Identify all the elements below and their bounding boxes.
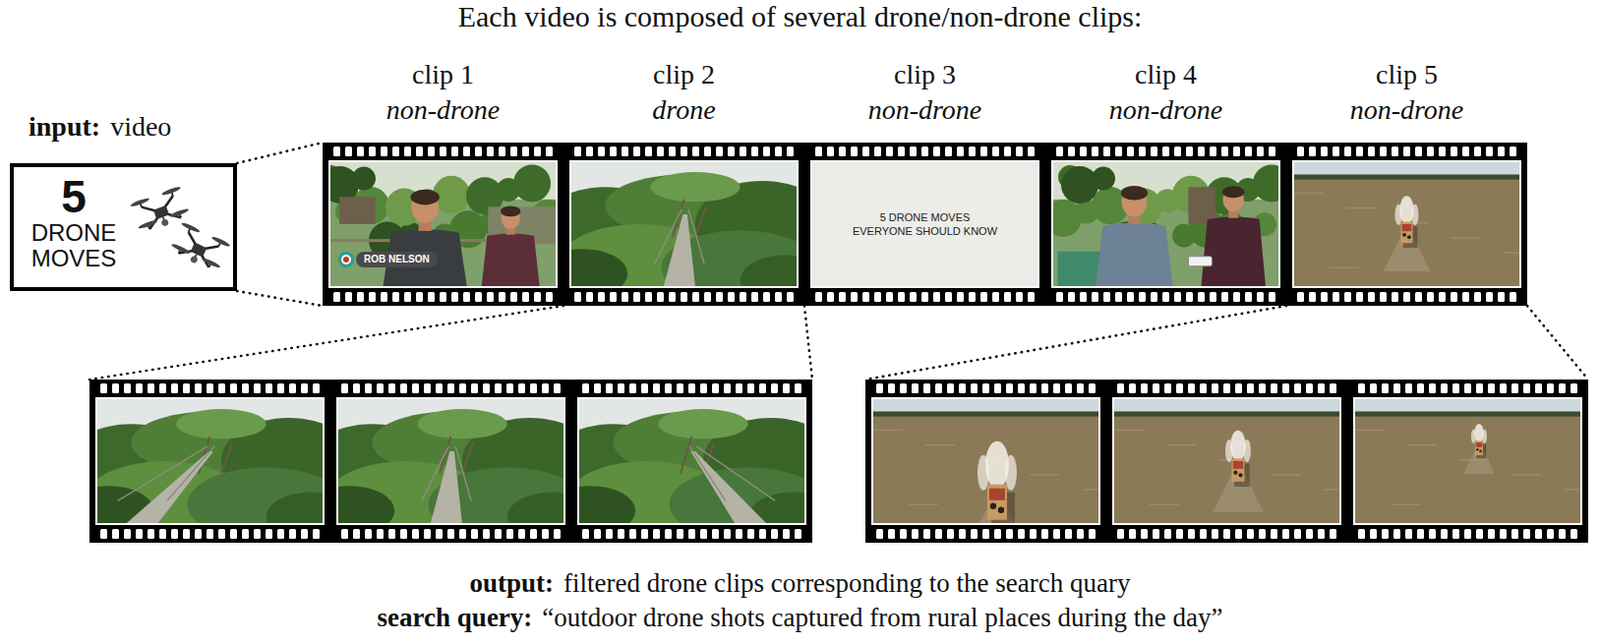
clip-number: clip 3 — [804, 59, 1046, 91]
clip-type: drone — [563, 94, 805, 126]
clip-number: clip 1 — [322, 59, 564, 91]
clip-frame: clip 3non-drone 5 DRONE MOVES EVERYONE SH… — [804, 59, 1046, 306]
clip-frame: clip 4non-drone — [1045, 59, 1287, 306]
title-card-text: 5 DRONE MOVES EVERYONE SHOULD KNOW — [850, 210, 1001, 238]
field-value: filtered drone clips corresponding to th… — [563, 568, 1131, 598]
clip-type: non-drone — [804, 94, 1046, 126]
video-thumbnail: 5DRONE MOVES — [9, 163, 238, 292]
clip-number: clip 5 — [1286, 59, 1528, 91]
label-row: output: filtered drone clips correspondin… — [0, 567, 1600, 599]
zoom-line — [237, 291, 323, 306]
thumbnail-number: 5 — [19, 173, 128, 221]
field-value: “outdoor drone shots captured from rural… — [541, 602, 1223, 633]
film-frame — [563, 142, 805, 306]
field-name: input: — [28, 111, 101, 142]
figure-title: Each video is composed of several drone/… — [0, 0, 1600, 34]
zoom-line — [89, 305, 564, 380]
film-strips — [63, 379, 1594, 568]
thumbnail-title: DRONE MOVES — [19, 220, 128, 272]
clip-frame: clip 5non-drone — [1286, 59, 1528, 306]
label-row: search query:“outdoor drone shots captur… — [0, 601, 1600, 634]
film-frame — [1286, 142, 1528, 306]
zoom-line — [865, 305, 1287, 380]
film-frame — [1045, 142, 1287, 306]
clip-number: clip 4 — [1045, 59, 1287, 91]
field-name: output: — [469, 568, 554, 598]
name-tag: ROB NELSON — [355, 251, 438, 268]
field-name: search query: — [377, 602, 534, 633]
clip-type: non-drone — [322, 94, 564, 126]
clip-frame: clip 1non-droneROB NELSON — [322, 59, 564, 306]
film-frame — [322, 142, 564, 306]
clip-type: non-drone — [1286, 94, 1528, 126]
film-frame — [804, 142, 1046, 306]
zoom-line — [1527, 305, 1589, 380]
zoom-line — [237, 142, 323, 164]
label-row: input: video — [28, 110, 172, 143]
clip-frame: clip 2drone — [563, 59, 805, 306]
field-value: video — [110, 111, 172, 142]
zoom-line — [804, 305, 813, 380]
clip-type: non-drone — [1045, 94, 1287, 126]
clip-number: clip 2 — [563, 59, 805, 91]
